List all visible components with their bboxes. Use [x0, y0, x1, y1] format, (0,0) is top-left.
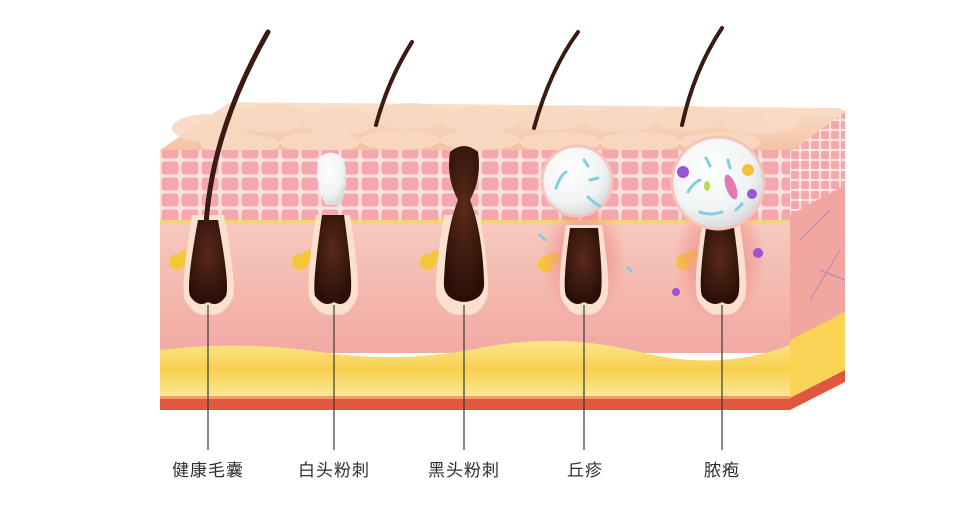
- label-papule: 丘疹: [567, 461, 603, 481]
- label-blackhead: 黑头粉刺: [428, 461, 500, 481]
- papule-follicle: [538, 26, 724, 320]
- leader-lines: [207, 305, 723, 450]
- blackhead-follicle: [436, 30, 580, 315]
- label-healthy-follicle: 健康毛囊: [172, 461, 244, 481]
- pustule-follicle: [670, 135, 766, 324]
- block-side-face: [790, 110, 846, 410]
- whitehead-follicle: [308, 40, 414, 315]
- skin-surface: [160, 102, 845, 154]
- label-pustule: 脓疱: [704, 461, 740, 481]
- label-whitehead: 白头粉刺: [298, 461, 370, 481]
- healthy-follicle: [183, 29, 271, 315]
